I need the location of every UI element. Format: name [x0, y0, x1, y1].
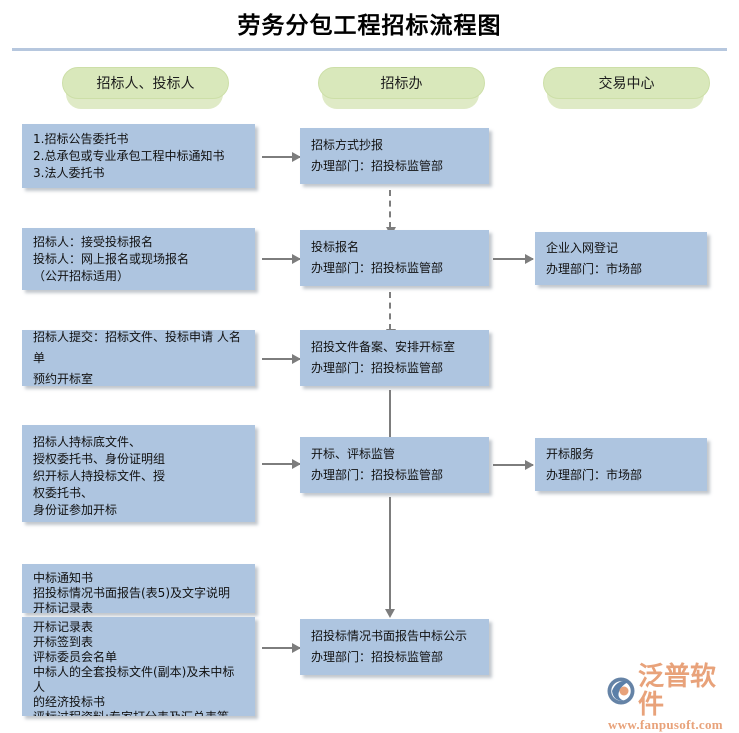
box-left-2[interactable]: 招标人：接受投标报名 投标人：网上报名或现场报名 （公开招标适用） — [22, 228, 255, 290]
lane-header-bidder[interactable]: 招标人、投标人 — [62, 67, 229, 99]
connector-left3-to-mid3 — [262, 354, 301, 364]
box-mid-4[interactable]: 开标、评标监管 办理部门：招投标监管部 — [300, 437, 489, 493]
connector-left2-to-mid2 — [262, 254, 301, 264]
connector-mid2-to-right1 — [493, 254, 534, 264]
connector-mid4-to-mid5 — [385, 497, 395, 618]
box-mid-5-title: 招投标情况书面报告中标公示 — [311, 629, 468, 643]
box-mid-2-dept: 办理部门：招投标监管部 — [311, 261, 444, 275]
connector-mid2-to-mid3 — [386, 292, 396, 338]
box-right-2-dept: 办理部门：市场部 — [546, 467, 643, 482]
box-mid-5[interactable]: 招投标情况书面报告中标公示 办理部门：招投标监管部 — [300, 619, 489, 675]
box-left-5-upper[interactable]: 中标通知书 招投标情况书面报告(表5)及文字说明 开标记录表 — [22, 564, 255, 613]
lane-header-tender-office-label: 招标办 — [380, 76, 423, 92]
box-right-2[interactable]: 开标服务 办理部门：市场部 — [535, 438, 707, 491]
box-mid-2[interactable]: 投标报名 办理部门：招投标监管部 — [300, 230, 489, 286]
box-mid-1[interactable]: 招标方式抄报 办理部门：招投标监管部 — [300, 128, 489, 184]
box-right-1-title: 企业入网登记 — [546, 240, 619, 255]
lane-header-trading-center[interactable]: 交易中心 — [543, 67, 710, 99]
box-left-3[interactable]: 招标人提交：招标文件、投标申请 人名单 预约开标室 — [22, 330, 255, 386]
page-title: 劳务分包工程招标流程图 — [237, 13, 502, 39]
watermark-brand: 泛普软件 — [638, 662, 717, 720]
connector-mid3-to-mid4 — [385, 390, 395, 446]
lane-header-bidder-label: 招标人、投标人 — [96, 76, 195, 92]
box-left-5-lower[interactable]: 开标记录表 开标签到表 评标委员会名单 中标人的全套投标文件(副本)及未中标人 … — [22, 617, 255, 716]
box-left-1[interactable]: 1.招标公告委托书 2.总承包或专业承包工程中标通知书 3.法人委托书 — [22, 124, 255, 188]
connector-left5-to-mid5 — [262, 643, 301, 653]
connector-left4-to-mid4 — [262, 459, 301, 469]
watermark-row: 泛普软件 — [606, 663, 736, 719]
box-mid-5-dept: 办理部门：招投标监管部 — [311, 650, 444, 664]
title-divider — [12, 48, 727, 51]
box-mid-2-title: 投标报名 — [311, 240, 360, 254]
box-mid-1-title: 招标方式抄报 — [311, 138, 384, 152]
connector-left1-to-mid1 — [262, 152, 301, 162]
lane-header-trading-center-label: 交易中心 — [598, 76, 655, 92]
box-right-1[interactable]: 企业入网登记 办理部门：市场部 — [535, 232, 707, 285]
box-mid-3-title: 招投文件备案、安排开标室 — [311, 340, 456, 354]
box-right-2-title: 开标服务 — [546, 446, 595, 461]
watermark-logo: 泛普软件 www.fanpusoft.com — [606, 663, 736, 732]
fanpu-logo-icon — [607, 677, 635, 705]
box-mid-3-dept: 办理部门：招投标监管部 — [311, 361, 444, 375]
box-right-1-dept: 办理部门：市场部 — [546, 261, 643, 276]
watermark-url: www.fanpusoft.com — [608, 717, 723, 732]
box-mid-4-dept: 办理部门：招投标监管部 — [311, 468, 444, 482]
box-mid-3[interactable]: 招投文件备案、安排开标室 办理部门：招投标监管部 — [300, 330, 489, 386]
box-mid-4-title: 开标、评标监管 — [311, 447, 396, 461]
connector-mid4-to-right2 — [493, 460, 534, 470]
lane-header-tender-office[interactable]: 招标办 — [318, 67, 485, 99]
connector-mid1-to-mid2 — [386, 190, 396, 236]
box-left-4[interactable]: 招标人持标底文件、 授权委托书、身份证明组 织开标人持投标文件、授 权委托书、 … — [22, 425, 255, 522]
box-mid-1-dept: 办理部门：招投标监管部 — [311, 159, 444, 173]
